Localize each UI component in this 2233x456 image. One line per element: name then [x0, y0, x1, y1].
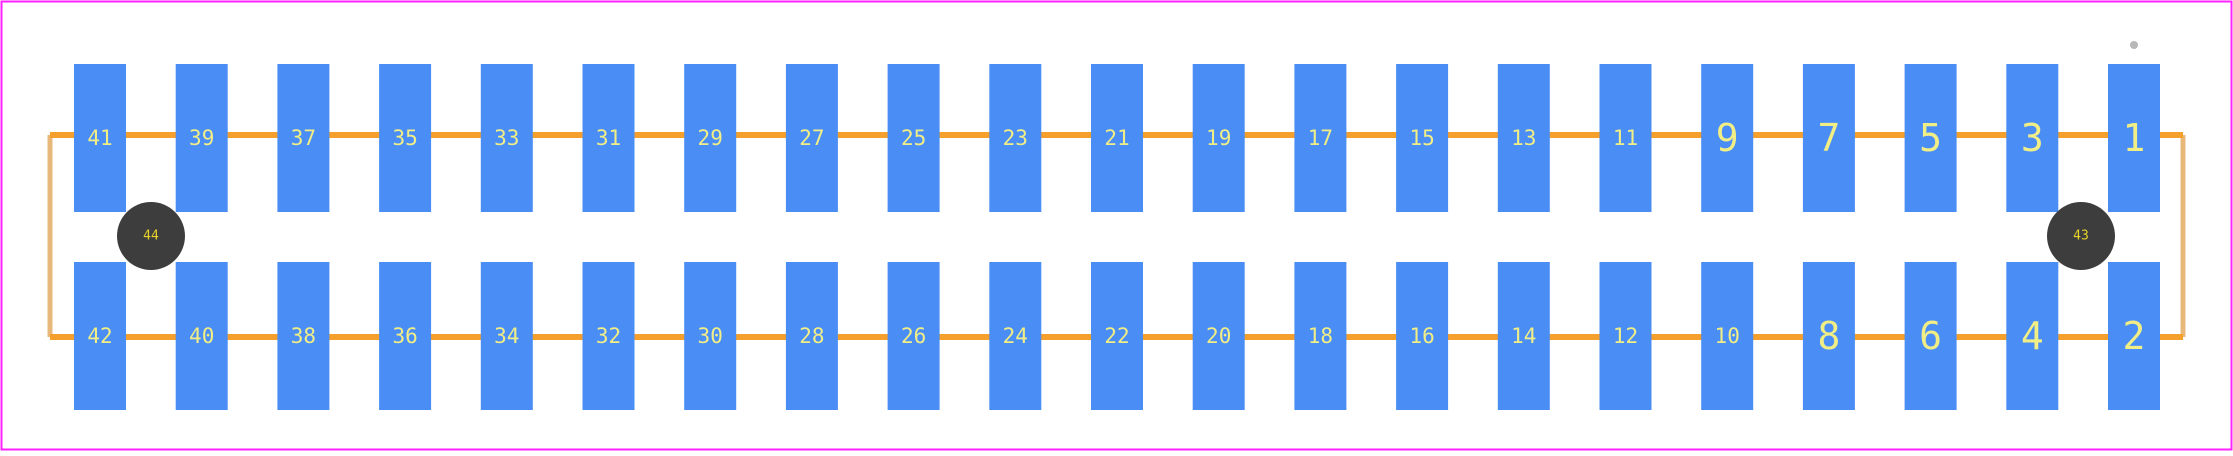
pad-label-10: 10 [1715, 324, 1740, 348]
pad-41 [74, 64, 126, 212]
pad-3 [2006, 64, 2059, 212]
pad-label-20: 20 [1206, 324, 1231, 348]
pad-31 [582, 64, 635, 212]
pad-label-26: 26 [901, 324, 926, 348]
pad-label-17: 17 [1308, 126, 1333, 150]
pad-label-23: 23 [1003, 126, 1028, 150]
pad-30 [684, 262, 737, 410]
pad-40 [175, 262, 228, 410]
pad-35 [379, 64, 432, 212]
pad-label-33: 33 [494, 126, 519, 150]
pad-14 [1497, 262, 1550, 410]
pad-label-41: 41 [87, 126, 112, 150]
pad-27 [785, 64, 838, 212]
pad-label-6: 6 [1919, 314, 1942, 358]
pad-label-15: 15 [1409, 126, 1434, 150]
pad-label-24: 24 [1003, 324, 1028, 348]
pad-label-8: 8 [1817, 314, 1840, 358]
mounting-hole-43 [2047, 202, 2115, 270]
pad-label-34: 34 [494, 324, 519, 348]
pad-label-27: 27 [799, 126, 824, 150]
pad-label-2: 2 [2123, 314, 2146, 358]
pad-18 [1294, 262, 1347, 410]
pad-15 [1396, 64, 1449, 212]
pad-label-40: 40 [189, 324, 214, 348]
pad-label-4: 4 [2021, 314, 2044, 358]
pad-label-31: 31 [596, 126, 621, 150]
pad-label-28: 28 [799, 324, 824, 348]
pad-label-30: 30 [698, 324, 723, 348]
pad-8 [1802, 262, 1855, 410]
pad-label-12: 12 [1613, 324, 1638, 348]
pad-label-21: 21 [1104, 126, 1129, 150]
pad-label-19: 19 [1206, 126, 1231, 150]
pin1-marker-dot [2130, 41, 2138, 49]
mounting-hole-44 [117, 202, 185, 270]
mounting-hole-label-43: 43 [2073, 229, 2089, 244]
pad-label-1: 1 [2123, 116, 2146, 160]
pad-28 [785, 262, 838, 410]
pad-label-7: 7 [1817, 116, 1840, 160]
pad-20 [1192, 262, 1245, 410]
pad-26 [887, 262, 940, 410]
pad-label-38: 38 [291, 324, 316, 348]
pad-22 [1091, 262, 1143, 410]
pad-29 [684, 64, 737, 212]
pad-16 [1396, 262, 1449, 410]
pad-36 [379, 262, 432, 410]
pad-label-13: 13 [1511, 126, 1536, 150]
pad-42 [74, 262, 126, 410]
pad-5 [1904, 64, 1957, 212]
mounting-hole-label-44: 44 [143, 229, 159, 244]
pad-label-18: 18 [1308, 324, 1333, 348]
pad-label-32: 32 [596, 324, 621, 348]
pad-37 [277, 64, 330, 212]
pad-label-11: 11 [1613, 126, 1638, 150]
pad-9 [1701, 64, 1754, 212]
pad-11 [1599, 64, 1652, 212]
pad-17 [1294, 64, 1347, 212]
pad-34 [480, 262, 533, 410]
pad-label-36: 36 [392, 324, 417, 348]
pad-label-14: 14 [1511, 324, 1536, 348]
pad-21 [1091, 64, 1143, 212]
pad-25 [887, 64, 940, 212]
pad-7 [1802, 64, 1855, 212]
pad-24 [989, 262, 1042, 410]
pad-label-42: 42 [87, 324, 112, 348]
pad-23 [989, 64, 1042, 212]
pad-label-9: 9 [1716, 116, 1739, 160]
pad-13 [1497, 64, 1550, 212]
pad-33 [480, 64, 533, 212]
pad-label-25: 25 [901, 126, 926, 150]
pad-label-16: 16 [1409, 324, 1434, 348]
pad-39 [175, 64, 228, 212]
pad-6 [1904, 262, 1957, 410]
pad-label-39: 39 [189, 126, 214, 150]
pad-label-3: 3 [2021, 116, 2044, 160]
pad-1 [2108, 64, 2160, 212]
pad-4 [2006, 262, 2059, 410]
pad-label-37: 37 [291, 126, 316, 150]
pad-38 [277, 262, 330, 410]
pad-label-29: 29 [698, 126, 723, 150]
pad-label-35: 35 [392, 126, 417, 150]
pad-label-22: 22 [1104, 324, 1129, 348]
pad-2 [2108, 262, 2160, 410]
pad-32 [582, 262, 635, 410]
pad-12 [1599, 262, 1652, 410]
pad-10 [1701, 262, 1754, 410]
pad-label-5: 5 [1919, 116, 1942, 160]
pad-19 [1192, 64, 1245, 212]
